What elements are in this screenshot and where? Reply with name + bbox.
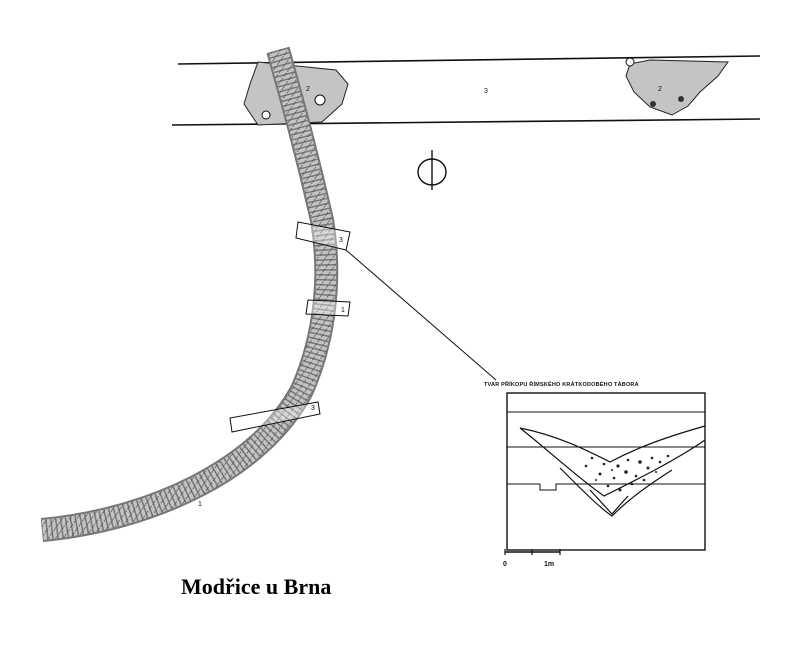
label-ditch: 1 <box>198 501 202 508</box>
label-pit-right: 2 <box>658 86 662 93</box>
label-cut-1: 3 <box>339 237 343 244</box>
label-strip: 3 <box>484 88 488 95</box>
ditch <box>40 46 339 542</box>
section-profile <box>506 392 706 551</box>
pit-right <box>625 57 729 116</box>
label-pit-left: 2 <box>306 86 310 93</box>
label-cut-2: 1 <box>341 307 345 314</box>
section-cut-3 <box>229 401 321 433</box>
scale-end-label: 1m <box>544 561 554 568</box>
leader-line <box>345 249 497 381</box>
label-cut-3: 3 <box>311 405 315 412</box>
scale-bar <box>504 549 561 555</box>
figure-caption: Modřice u Brna <box>181 574 331 599</box>
north-arrow-icon <box>417 150 447 190</box>
scale-start-label: 0 <box>503 561 507 568</box>
section-title: TVAR PŘÍKOPU ŘÍMSKÉHO KRÁTKODOBÉHO TÁBOR… <box>484 380 639 388</box>
section-cut-2 <box>305 299 351 317</box>
